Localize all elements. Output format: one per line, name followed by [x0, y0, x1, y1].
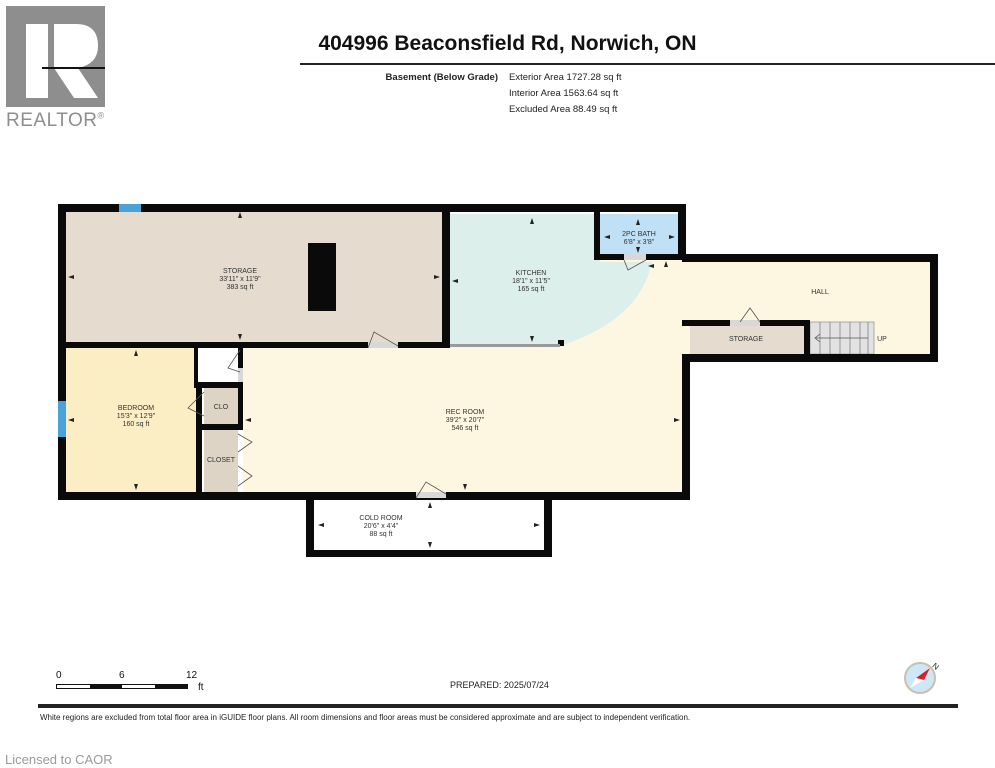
- floor-level-label: Basement (Below Grade): [385, 72, 498, 83]
- realtor-logo: [6, 6, 105, 107]
- hall-name: HALL: [811, 289, 829, 296]
- bedroom-dims: 15'3" x 12'9": [117, 413, 156, 420]
- stairs-up-label: UP: [877, 336, 887, 343]
- scale-unit: ft: [198, 682, 204, 693]
- interior-area: Interior Area 1563.64 sq ft: [509, 88, 619, 99]
- arrow-left-icon: [814, 333, 821, 343]
- realtor-r-logo-icon: [26, 24, 105, 98]
- prepared-date: PREPARED: 2025/07/24: [450, 680, 549, 690]
- cold-room-name: COLD ROOM: [359, 515, 402, 522]
- bath-dims: 6'8" x 3'8": [624, 239, 655, 246]
- room-storage-main: [64, 210, 446, 344]
- storage-main-name: STORAGE: [223, 268, 257, 275]
- compass-icon: N: [904, 661, 941, 694]
- scale-bar: 0 6 12 ft: [56, 670, 216, 694]
- footer-divider: [38, 704, 958, 708]
- room-cold-room: [310, 500, 546, 550]
- license-watermark: Licensed to CAOR: [5, 752, 113, 767]
- room-clo: [204, 388, 238, 426]
- excluded-area: Excluded Area 88.49 sq ft: [509, 104, 618, 115]
- exterior-area: Exterior Area 1727.28 sq ft: [509, 72, 622, 83]
- rec-room-dims: 39'2" x 20'7": [446, 417, 485, 424]
- kitchen-name: KITCHEN: [516, 270, 547, 277]
- closet-name: CLOSET: [207, 457, 236, 464]
- room-closet: [204, 430, 238, 492]
- kitchen-counter: [450, 344, 560, 347]
- doors: [187, 254, 761, 499]
- cold-room-dims: 20'6" x 4'4": [364, 523, 399, 530]
- storage-small-name: STORAGE: [729, 336, 763, 343]
- storage-main-area: 383 sq ft: [227, 284, 254, 291]
- kitchen-area: 165 sq ft: [518, 286, 545, 293]
- bedroom-name: BEDROOM: [118, 405, 154, 412]
- bath-name: 2PC BATH: [622, 231, 656, 238]
- room-storage-small: [690, 326, 804, 354]
- room-rec-room: [243, 348, 688, 494]
- disclaimer-text: White regions are excluded from total fl…: [40, 713, 691, 722]
- kitchen-dims: 18'1" x 11'5": [512, 278, 550, 285]
- chimney: [308, 243, 336, 311]
- clo-name: CLO: [214, 404, 229, 411]
- dimension-arrows: [68, 212, 680, 548]
- svg-text:N: N: [930, 661, 940, 672]
- floor-plan: STORAGE 33'11" x 11'9" 383 sq ft KITCHEN…: [58, 204, 938, 557]
- scale-tick-0: 0: [56, 670, 62, 681]
- cold-room-area: 88 sq ft: [370, 531, 393, 538]
- window-bedroom: [58, 401, 66, 437]
- scale-tick-6: 6: [119, 670, 125, 681]
- stairs: [809, 321, 875, 355]
- room-bedroom: [64, 348, 196, 492]
- rec-room-name: REC ROOM: [446, 409, 485, 416]
- storage-main-dims: 33'11" x 11'9": [219, 276, 261, 283]
- realtor-wordmark: REALTOR®: [6, 110, 105, 131]
- walls: [58, 204, 938, 557]
- bedroom-area: 160 sq ft: [123, 421, 150, 428]
- page-title: 404996 Beaconsfield Rd, Norwich, ON: [318, 32, 697, 55]
- title-divider: [300, 63, 995, 65]
- rec-room-area: 546 sq ft: [452, 425, 479, 432]
- window-storage: [119, 204, 141, 212]
- scale-tick-12: 12: [186, 670, 198, 681]
